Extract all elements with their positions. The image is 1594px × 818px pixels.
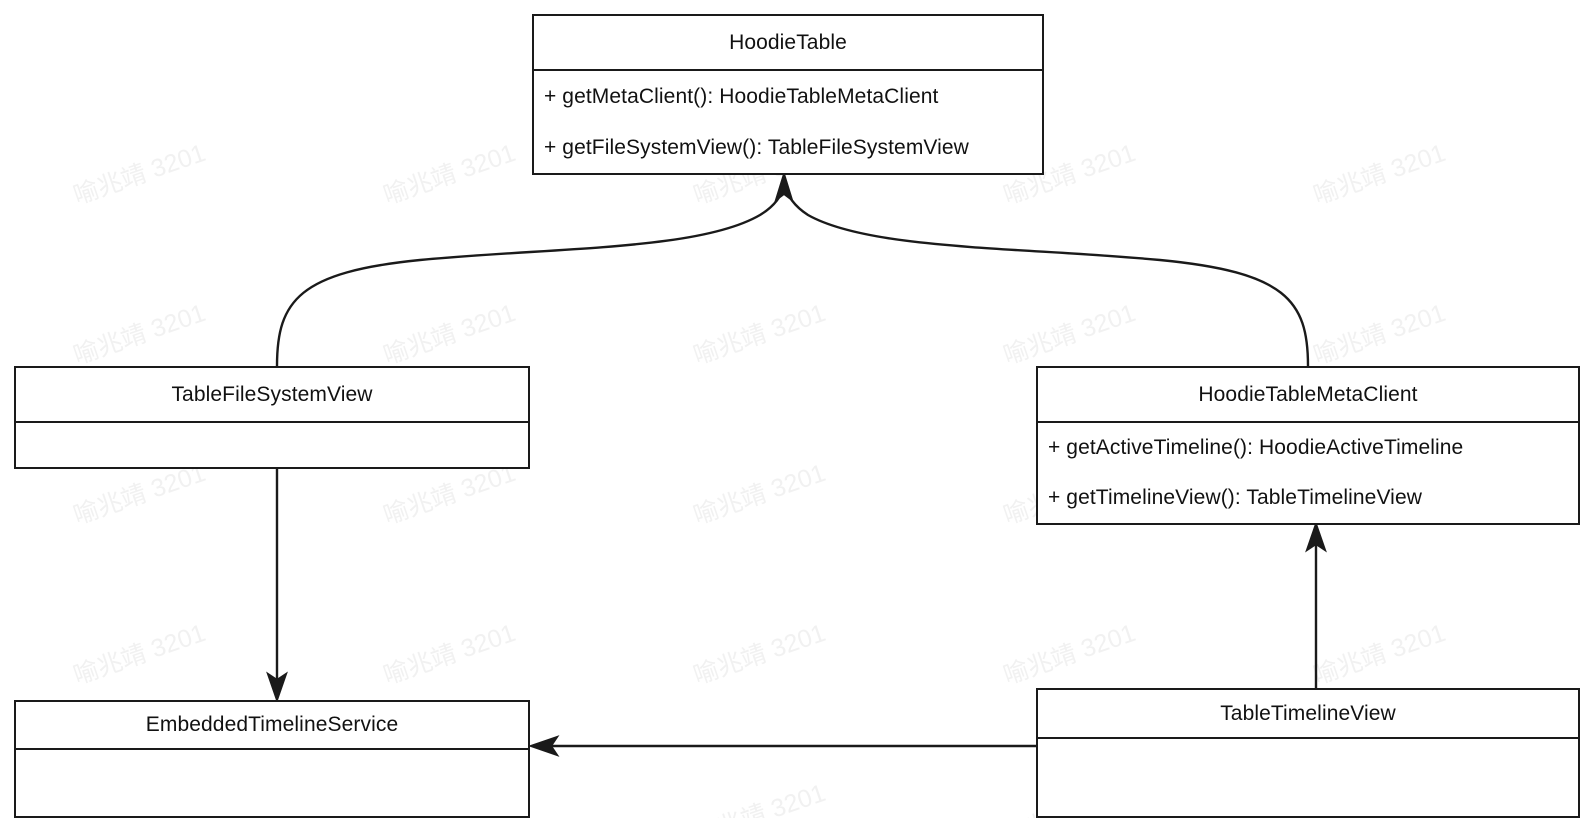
class-name-table-file-system-view: TableFileSystemView: [171, 382, 373, 406]
connector-fs-view-to-hoodie-table: [275, 170, 794, 367]
watermark-text: 喻兆靖 3201: [69, 618, 210, 691]
watermark-text: 喻兆靖 3201: [379, 298, 520, 371]
arrowhead-solid: [1305, 520, 1327, 553]
class-member: + getActiveTimeline(): HoodieActiveTimel…: [1048, 436, 1464, 459]
watermark-text: 喻兆靖 3201: [69, 298, 210, 371]
watermark-text: 喻兆靖 3201: [1309, 298, 1450, 371]
class-member: + getMetaClient(): HoodieTableMetaClient: [544, 84, 939, 108]
watermark-text: 喻兆靖 3201: [689, 778, 830, 818]
watermark-text: 喻兆靖 3201: [379, 618, 520, 691]
watermark-text: 喻兆靖 3201: [689, 618, 830, 691]
watermark-text: 喻兆靖 3201: [379, 138, 520, 211]
connector-timeline-view-to-meta-client: [1305, 520, 1327, 688]
class-name-hoodie-table: HoodieTable: [729, 30, 847, 54]
class-box-table-file-system-view[interactable]: TableFileSystemView: [14, 366, 530, 469]
watermark-text: 喻兆靖 3201: [689, 298, 830, 371]
class-box-table-timeline-view[interactable]: TableTimelineView: [1036, 688, 1580, 818]
class-members-hoodie-table-meta-client: + getActiveTimeline(): HoodieActiveTimel…: [1038, 421, 1578, 523]
watermark-text: 喻兆靖 3201: [999, 618, 1140, 691]
watermark-text: 喻兆靖 3201: [999, 298, 1140, 371]
arrowhead-solid: [527, 735, 560, 757]
connector-timeline-view-to-embedded-service: [527, 735, 1036, 757]
class-members-embedded-timeline-service: [16, 748, 528, 816]
class-member: + getTimelineView(): TableTimelineView: [1048, 486, 1422, 509]
arrowhead-solid: [774, 170, 794, 203]
connector-meta-client-to-hoodie-table: [783, 185, 1310, 367]
class-name-table-timeline-view: TableTimelineView: [1220, 701, 1396, 725]
class-members-table-timeline-view: [1038, 737, 1578, 816]
watermark-text: 喻兆靖 3201: [689, 458, 830, 531]
class-box-hoodie-table-meta-client[interactable]: HoodieTableMetaClient + getActiveTimelin…: [1036, 366, 1580, 525]
class-name-embedded-timeline-service: EmbeddedTimelineService: [145, 713, 399, 736]
watermark-text: 喻兆靖 3201: [1309, 618, 1450, 691]
class-box-embedded-timeline-service[interactable]: EmbeddedTimelineService: [14, 700, 530, 818]
class-members-table-file-system-view: [16, 421, 528, 467]
class-members-hoodie-table: + getMetaClient(): HoodieTableMetaClient…: [534, 69, 1042, 173]
class-box-hoodie-table[interactable]: HoodieTable + getMetaClient(): HoodieTab…: [532, 14, 1044, 175]
connector-fs-view-to-embedded-service: [266, 469, 288, 704]
class-member: + getFileSystemView(): TableFileSystemVi…: [544, 135, 969, 159]
watermark-text: 喻兆靖 3201: [69, 138, 210, 211]
arrowhead-solid: [266, 671, 288, 704]
class-name-hoodie-table-meta-client: HoodieTableMetaClient: [1198, 382, 1418, 406]
watermark-text: 喻兆靖 3201: [1309, 138, 1450, 211]
